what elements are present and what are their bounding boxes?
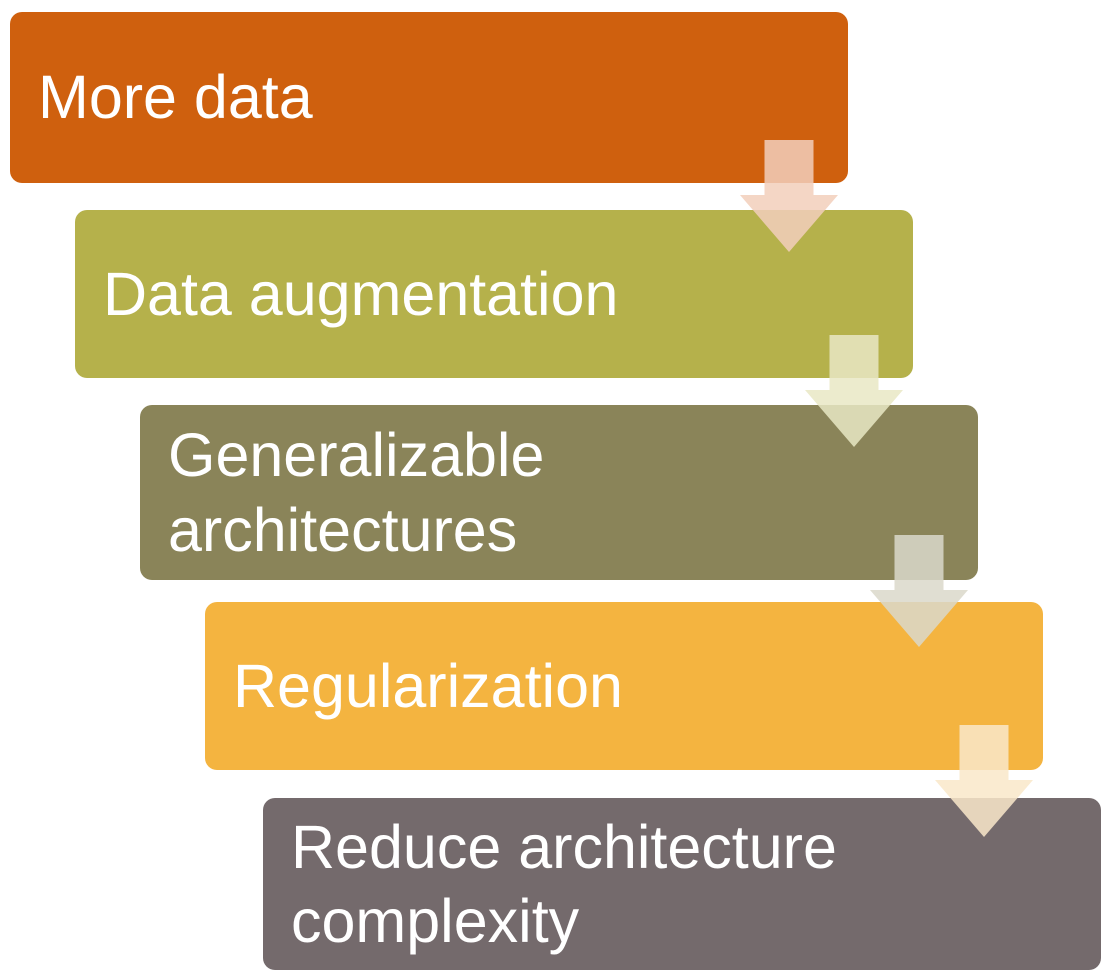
process-step-data-augmentation: Data augmentation <box>75 210 913 378</box>
step-label: Regularization <box>233 651 623 720</box>
down-arrow-icon <box>805 335 903 447</box>
step-label: Data augmentation <box>103 259 619 328</box>
step-label: Generalizable architectures <box>168 421 545 564</box>
down-arrow-shape <box>740 140 838 252</box>
process-step-more-data: More data <box>10 12 848 183</box>
step-label: Reduce architecture complexity <box>291 812 837 955</box>
step-label: More data <box>38 63 313 132</box>
process-step-reduce-architecture-complexity: Reduce architecture complexity <box>263 798 1101 970</box>
down-arrow-icon <box>870 535 968 647</box>
process-step-generalizable-architectures: Generalizable architectures <box>140 405 978 580</box>
down-arrow-shape <box>805 335 903 447</box>
down-arrow-shape <box>935 725 1033 837</box>
down-arrow-icon <box>935 725 1033 837</box>
down-arrow-icon <box>740 140 838 252</box>
process-step-regularization: Regularization <box>205 602 1043 770</box>
down-arrow-shape <box>870 535 968 647</box>
